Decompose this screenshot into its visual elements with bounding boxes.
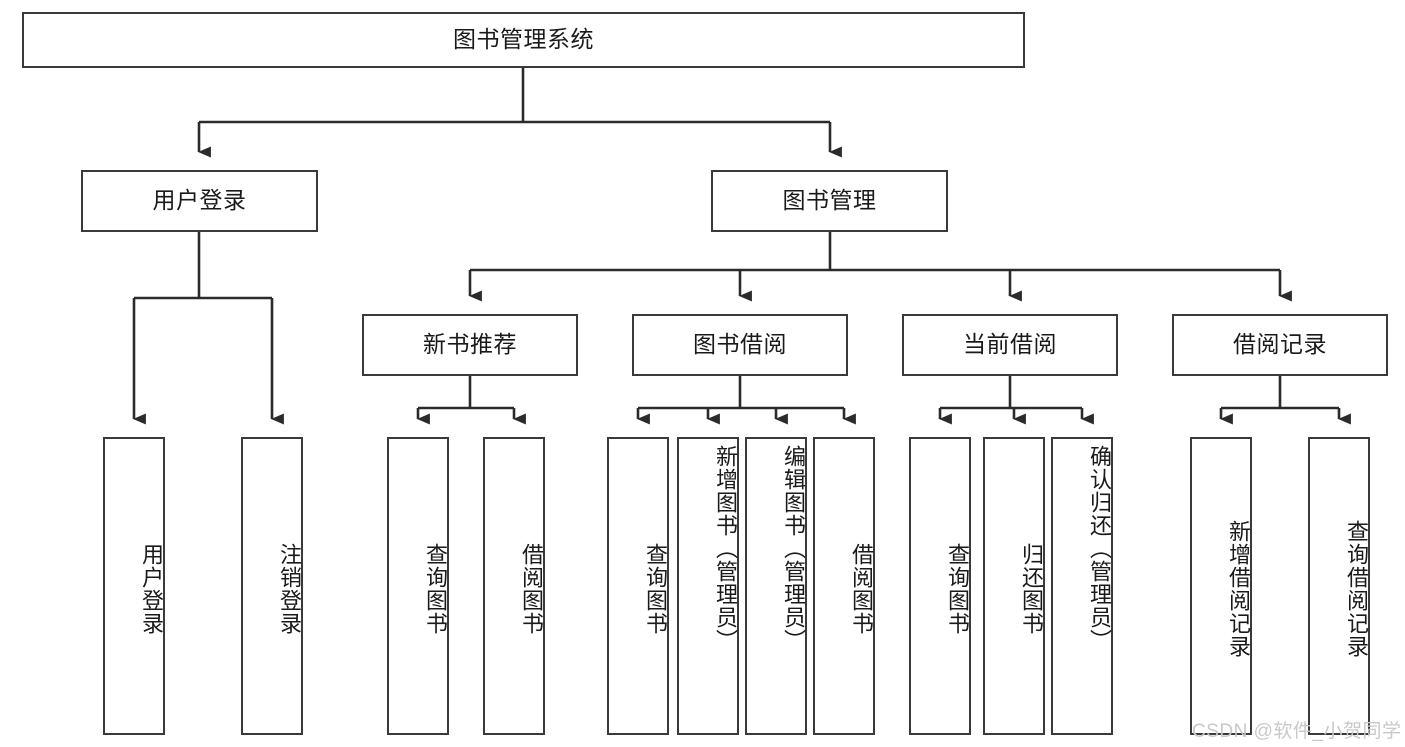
leaf-node[interactable]: 注销登录 xyxy=(241,437,303,735)
node-borrow-record[interactable]: 借阅记录 xyxy=(1172,314,1388,376)
leaf-node[interactable]: 确认归还（管理员） xyxy=(1051,437,1113,735)
leaf-node-label: 编辑图书（管理员） xyxy=(781,445,806,652)
leaf-node[interactable]: 借阅图书 xyxy=(813,437,875,735)
leaf-node[interactable]: 查询图书 xyxy=(909,437,971,735)
node-book-management[interactable]: 图书管理 xyxy=(711,170,948,232)
leaf-node-label: 借阅图书 xyxy=(849,543,874,635)
leaf-node[interactable]: 用户登录 xyxy=(103,437,165,735)
node-current-borrow[interactable]: 当前借阅 xyxy=(902,314,1118,376)
leaf-node[interactable]: 查询借阅记录 xyxy=(1308,437,1370,735)
leaf-node[interactable]: 新增图书（管理员） xyxy=(677,437,739,735)
node-new-book-recommend-label: 新书推荐 xyxy=(423,331,517,358)
leaf-node-label: 查询图书 xyxy=(945,543,970,635)
leaf-node-label: 确认归还（管理员） xyxy=(1087,445,1112,652)
leaf-node[interactable]: 编辑图书（管理员） xyxy=(745,437,807,735)
node-borrow-record-label: 借阅记录 xyxy=(1233,331,1327,358)
leaf-node-label: 注销登录 xyxy=(277,543,302,635)
node-current-borrow-label: 当前借阅 xyxy=(963,331,1057,358)
node-root-label: 图书管理系统 xyxy=(453,26,594,53)
node-new-book-recommend[interactable]: 新书推荐 xyxy=(362,314,578,376)
node-book-borrow-label: 图书借阅 xyxy=(693,331,787,358)
leaf-node[interactable]: 查询图书 xyxy=(387,437,449,735)
watermark-text: CSDN @软件_小贺同学 xyxy=(1192,721,1402,742)
watermark: CSDN @软件_小贺同学 xyxy=(1192,716,1401,743)
leaf-node[interactable]: 归还图书 xyxy=(983,437,1045,735)
leaf-node[interactable]: 新增借阅记录 xyxy=(1190,437,1252,735)
node-user-login-label: 用户登录 xyxy=(152,187,247,214)
node-book-borrow[interactable]: 图书借阅 xyxy=(632,314,848,376)
leaf-node[interactable]: 借阅图书 xyxy=(483,437,545,735)
leaf-node-label: 归还图书 xyxy=(1019,543,1044,635)
leaf-node-label: 新增借阅记录 xyxy=(1226,520,1251,658)
leaf-node-label: 借阅图书 xyxy=(519,543,544,635)
node-book-management-label: 图书管理 xyxy=(782,187,877,214)
leaf-node[interactable]: 查询图书 xyxy=(607,437,669,735)
leaf-node-label: 用户登录 xyxy=(139,543,164,635)
node-root[interactable]: 图书管理系统 xyxy=(22,12,1025,68)
leaf-node-label: 查询图书 xyxy=(643,543,668,635)
leaf-node-label: 查询借阅记录 xyxy=(1344,520,1369,658)
leaf-node-label: 新增图书（管理员） xyxy=(713,445,738,652)
leaf-node-label: 查询图书 xyxy=(423,543,448,635)
node-user-login[interactable]: 用户登录 xyxy=(81,170,318,232)
